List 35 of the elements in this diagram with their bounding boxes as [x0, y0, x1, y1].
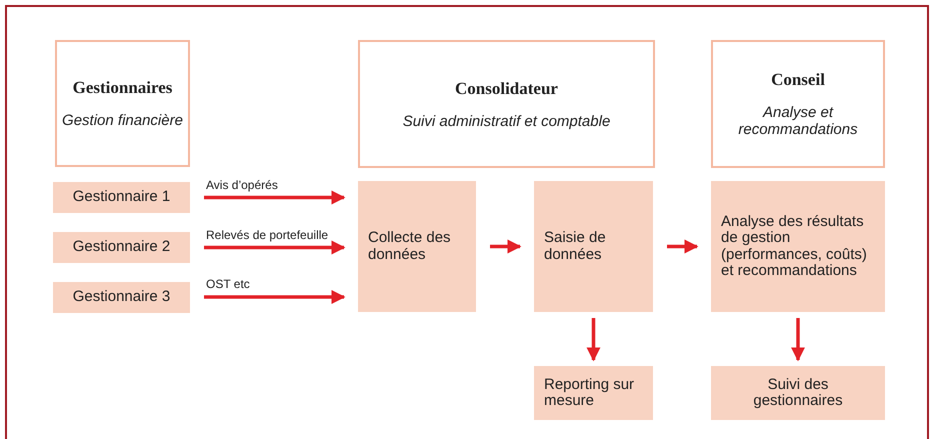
arrow [204, 190, 346, 204]
subtitle: Suivi administratif et comptable [402, 112, 610, 130]
header-box [55, 40, 190, 167]
process-box [53, 232, 190, 263]
arrow [204, 240, 346, 254]
process-box [53, 182, 190, 213]
box-text: Reporting sur mesure [544, 376, 636, 410]
box-text: Gestionnaire 3 [72, 289, 170, 306]
heading: Conseil [771, 70, 825, 90]
process-box [53, 282, 190, 313]
edge-label: Avis d’opérés [206, 178, 278, 192]
arrow [490, 240, 522, 254]
process-box [358, 181, 476, 312]
arrow [667, 240, 698, 254]
arrow [791, 318, 805, 362]
header-box [358, 40, 655, 168]
arrow [204, 290, 346, 304]
subtitle: Analyse et recommandations [737, 104, 859, 138]
process-box [711, 366, 885, 420]
box-text: Analyse des résultats de gestion (performances, coûts) et recommandations [721, 214, 868, 280]
box-text: Collecte des données [368, 230, 452, 263]
process-box [534, 366, 653, 420]
heading: Gestionnaires [72, 78, 172, 98]
process-box [534, 181, 653, 312]
box-text: Suivi des gestionnaires [752, 376, 844, 410]
edge-label: Relevés de portefeuille [206, 228, 328, 242]
process-box [711, 181, 885, 312]
edge-label: OST etc [206, 277, 250, 291]
header-box [711, 40, 885, 168]
box-text: Gestionnaire 2 [72, 239, 170, 256]
box-text: Gestionnaire 1 [72, 189, 170, 206]
heading: Consolidateur [455, 78, 558, 98]
box-text: Saisie de données [544, 230, 607, 263]
subtitle: Gestion financière [62, 112, 183, 129]
arrow [586, 318, 600, 362]
